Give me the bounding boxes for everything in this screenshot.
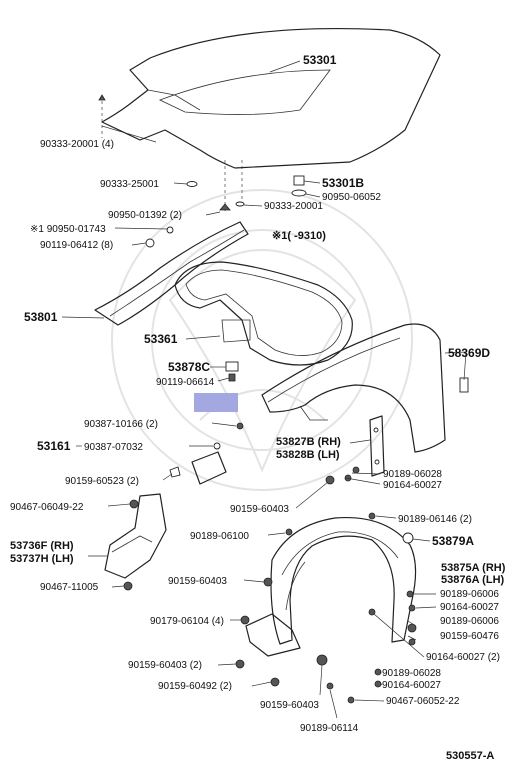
label-seal-clip: 53878C: [168, 360, 210, 374]
label-90333-25001: 90333-25001: [100, 179, 159, 190]
mud-flap: [104, 493, 167, 591]
label-90950-01743: ※1 90950-01743: [30, 224, 106, 235]
label-90333-20001-4: 90333-20001 (4): [40, 139, 114, 150]
label-90119-06614: 90119-06614: [156, 377, 215, 388]
label-90189-06006-b: 90189-06006: [440, 616, 499, 627]
fender-apron: [94, 221, 249, 326]
label-90387-10166: 90387-10166 (2): [84, 419, 158, 430]
label-90189-06006-a: 90189-06006: [440, 589, 499, 600]
label-90159-60523: 90159-60523 (2): [65, 476, 139, 487]
hood-panel: [101, 27, 441, 169]
label-90179-06104: 90179-06104 (4): [150, 616, 224, 627]
fender-seal: [174, 261, 353, 366]
label-90159-60476: 90159-60476: [440, 631, 499, 642]
label-liner-rh: 53875A (RH): [441, 562, 506, 574]
label-90467-06049: 90467-06049-22: [10, 502, 84, 513]
watermark: [111, 189, 413, 491]
stop-cushion-icon: [186, 181, 198, 187]
label-fender: 58369D: [448, 346, 490, 360]
label-fender-apron: 53801: [24, 310, 58, 324]
label-90950-01392: 90950-01392 (2): [108, 210, 182, 221]
label-90467-11005: 90467-11005: [40, 582, 99, 593]
fender-liner: [245, 516, 417, 657]
label-90159-60403-a: 90159-60403: [230, 504, 289, 515]
label-hood-cushion: 53301B: [322, 176, 364, 190]
label-90164-60027-a: 90164-60027: [383, 480, 442, 491]
part-labels: 53301 90333-20001 (4) 90333-25001 53301B…: [10, 53, 506, 762]
label-90119-06412: 90119-06412 (8): [40, 240, 113, 251]
label-fender-seal: 53361: [144, 332, 178, 346]
label-90189-06146: 90189-06146 (2): [398, 514, 472, 525]
front-fender: [261, 323, 469, 453]
hood-clip-icon: [219, 203, 231, 211]
seal-clip: [225, 361, 239, 382]
label-liner-lh: 53876A (LH): [441, 574, 505, 586]
label-90189-06100: 90189-06100: [190, 531, 249, 542]
diagram-reference: 530557-A: [446, 750, 494, 762]
label-90189-06028-b: 90189-06028: [382, 668, 441, 679]
hood-hardware: [98, 94, 307, 212]
apron-clip-icon: [166, 226, 174, 234]
highlight-box: [194, 393, 238, 412]
splash-bracket: [169, 422, 244, 485]
label-90950-06052: 90950-06052: [322, 192, 381, 203]
label-90164-60027-b: 90164-60027: [440, 602, 499, 613]
hood-stop-icon: [235, 201, 245, 207]
apron-bolt-icon: [145, 238, 155, 248]
liner-hardware: [235, 466, 417, 704]
label-90333-20001: 90333-20001: [264, 201, 323, 212]
label-flap-lh: 53737H (LH): [10, 553, 74, 565]
label-90467-06052: 90467-06052-22: [386, 696, 460, 707]
label-note-1: ※1( -9310): [272, 230, 326, 242]
hood-bumper-icon: [98, 94, 106, 101]
leader-lines: [61, 60, 467, 719]
label-90164-60027-d: 90164-60027: [382, 680, 441, 691]
label-90159-60403-d: 90159-60403: [260, 700, 319, 711]
hood-cushion-icon: [293, 175, 305, 186]
label-splash-bracket-group: 53161: [37, 439, 71, 453]
label-90387-07032: 90387-07032: [84, 442, 143, 453]
label-90189-06114: 90189-06114: [300, 723, 359, 734]
label-90159-60403-c: 90159-60403 (2): [128, 660, 202, 671]
label-mudguard-lh: 53828B (LH): [276, 449, 340, 461]
label-mudguard-rh: 53827B (RH): [276, 436, 341, 448]
hood-cushion-base-icon: [291, 189, 307, 197]
fender-bracket-icon: [459, 377, 469, 393]
label-hood: 53301: [303, 53, 337, 67]
label-flap-rh: 53736F (RH): [10, 540, 74, 552]
label-90159-60403-b: 90159-60403: [168, 576, 227, 587]
label-90159-60492: 90159-60492 (2): [158, 681, 232, 692]
mudguard-bracket: [369, 415, 385, 477]
label-90164-60027-c: 90164-60027 (2): [426, 652, 500, 663]
label-retainer: 53879A: [432, 534, 474, 548]
label-90189-06028-a: 90189-06028: [383, 469, 442, 480]
